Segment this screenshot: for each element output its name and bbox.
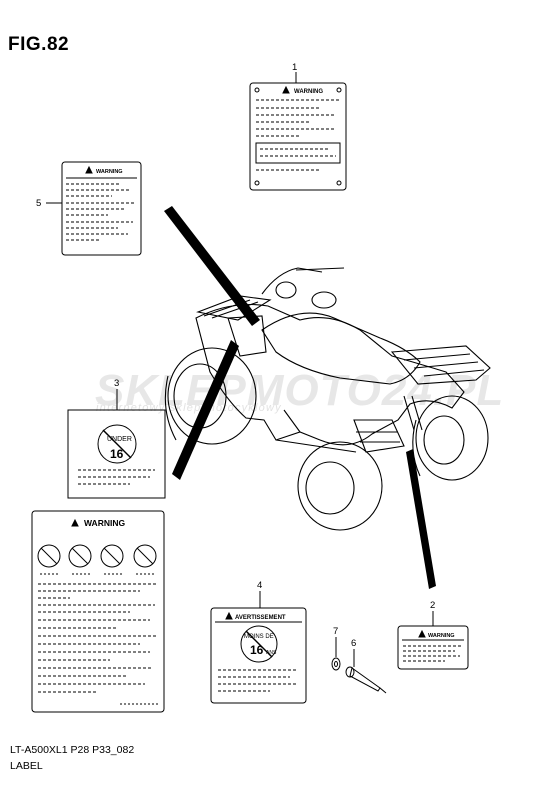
label-4-sign-number: 16 xyxy=(250,643,264,657)
watermark-brand: SKLEPMOTO24.PL xyxy=(95,366,505,415)
screw-part-6 xyxy=(345,649,387,694)
callout-6: 6 xyxy=(351,638,357,649)
warning-label-1 xyxy=(249,72,347,191)
label-3-sign-text: UNDER xyxy=(107,436,132,443)
label-3-lower-heading: WARNING xyxy=(84,518,125,528)
warning-label-2 xyxy=(397,611,469,670)
model-code: LT-A500XL1 P28 P33_082 xyxy=(10,744,135,756)
label-4-heading: AVERTISSEMENT xyxy=(235,615,286,621)
label-pointer-lines xyxy=(164,206,436,589)
label-1-heading: WARNING xyxy=(294,89,323,95)
callout-3: 3 xyxy=(114,378,120,389)
atv-drawing xyxy=(164,267,491,531)
warning-label-3 xyxy=(31,389,166,713)
watermark-tagline: internetowy sklep motocyklowy xyxy=(96,402,282,414)
warning-label-4 xyxy=(210,591,307,704)
label-4-sign-unit: ANS xyxy=(266,650,277,656)
warning-label-5 xyxy=(46,161,142,256)
callout-1: 1 xyxy=(292,62,298,73)
label-4-sign-text: MOINS DE xyxy=(244,634,274,640)
figure-title: FIG.82 xyxy=(8,34,70,55)
section-label: LABEL xyxy=(10,760,43,772)
label-3-sign-number: 16 xyxy=(110,447,124,461)
washer-part-7 xyxy=(331,637,341,671)
label-2-heading: WARNING xyxy=(428,633,455,639)
callout-4: 4 xyxy=(257,580,263,591)
callout-2: 2 xyxy=(430,600,436,611)
callout-7: 7 xyxy=(333,626,339,637)
label-5-heading: WARNING xyxy=(96,169,123,175)
callout-5: 5 xyxy=(36,198,42,209)
